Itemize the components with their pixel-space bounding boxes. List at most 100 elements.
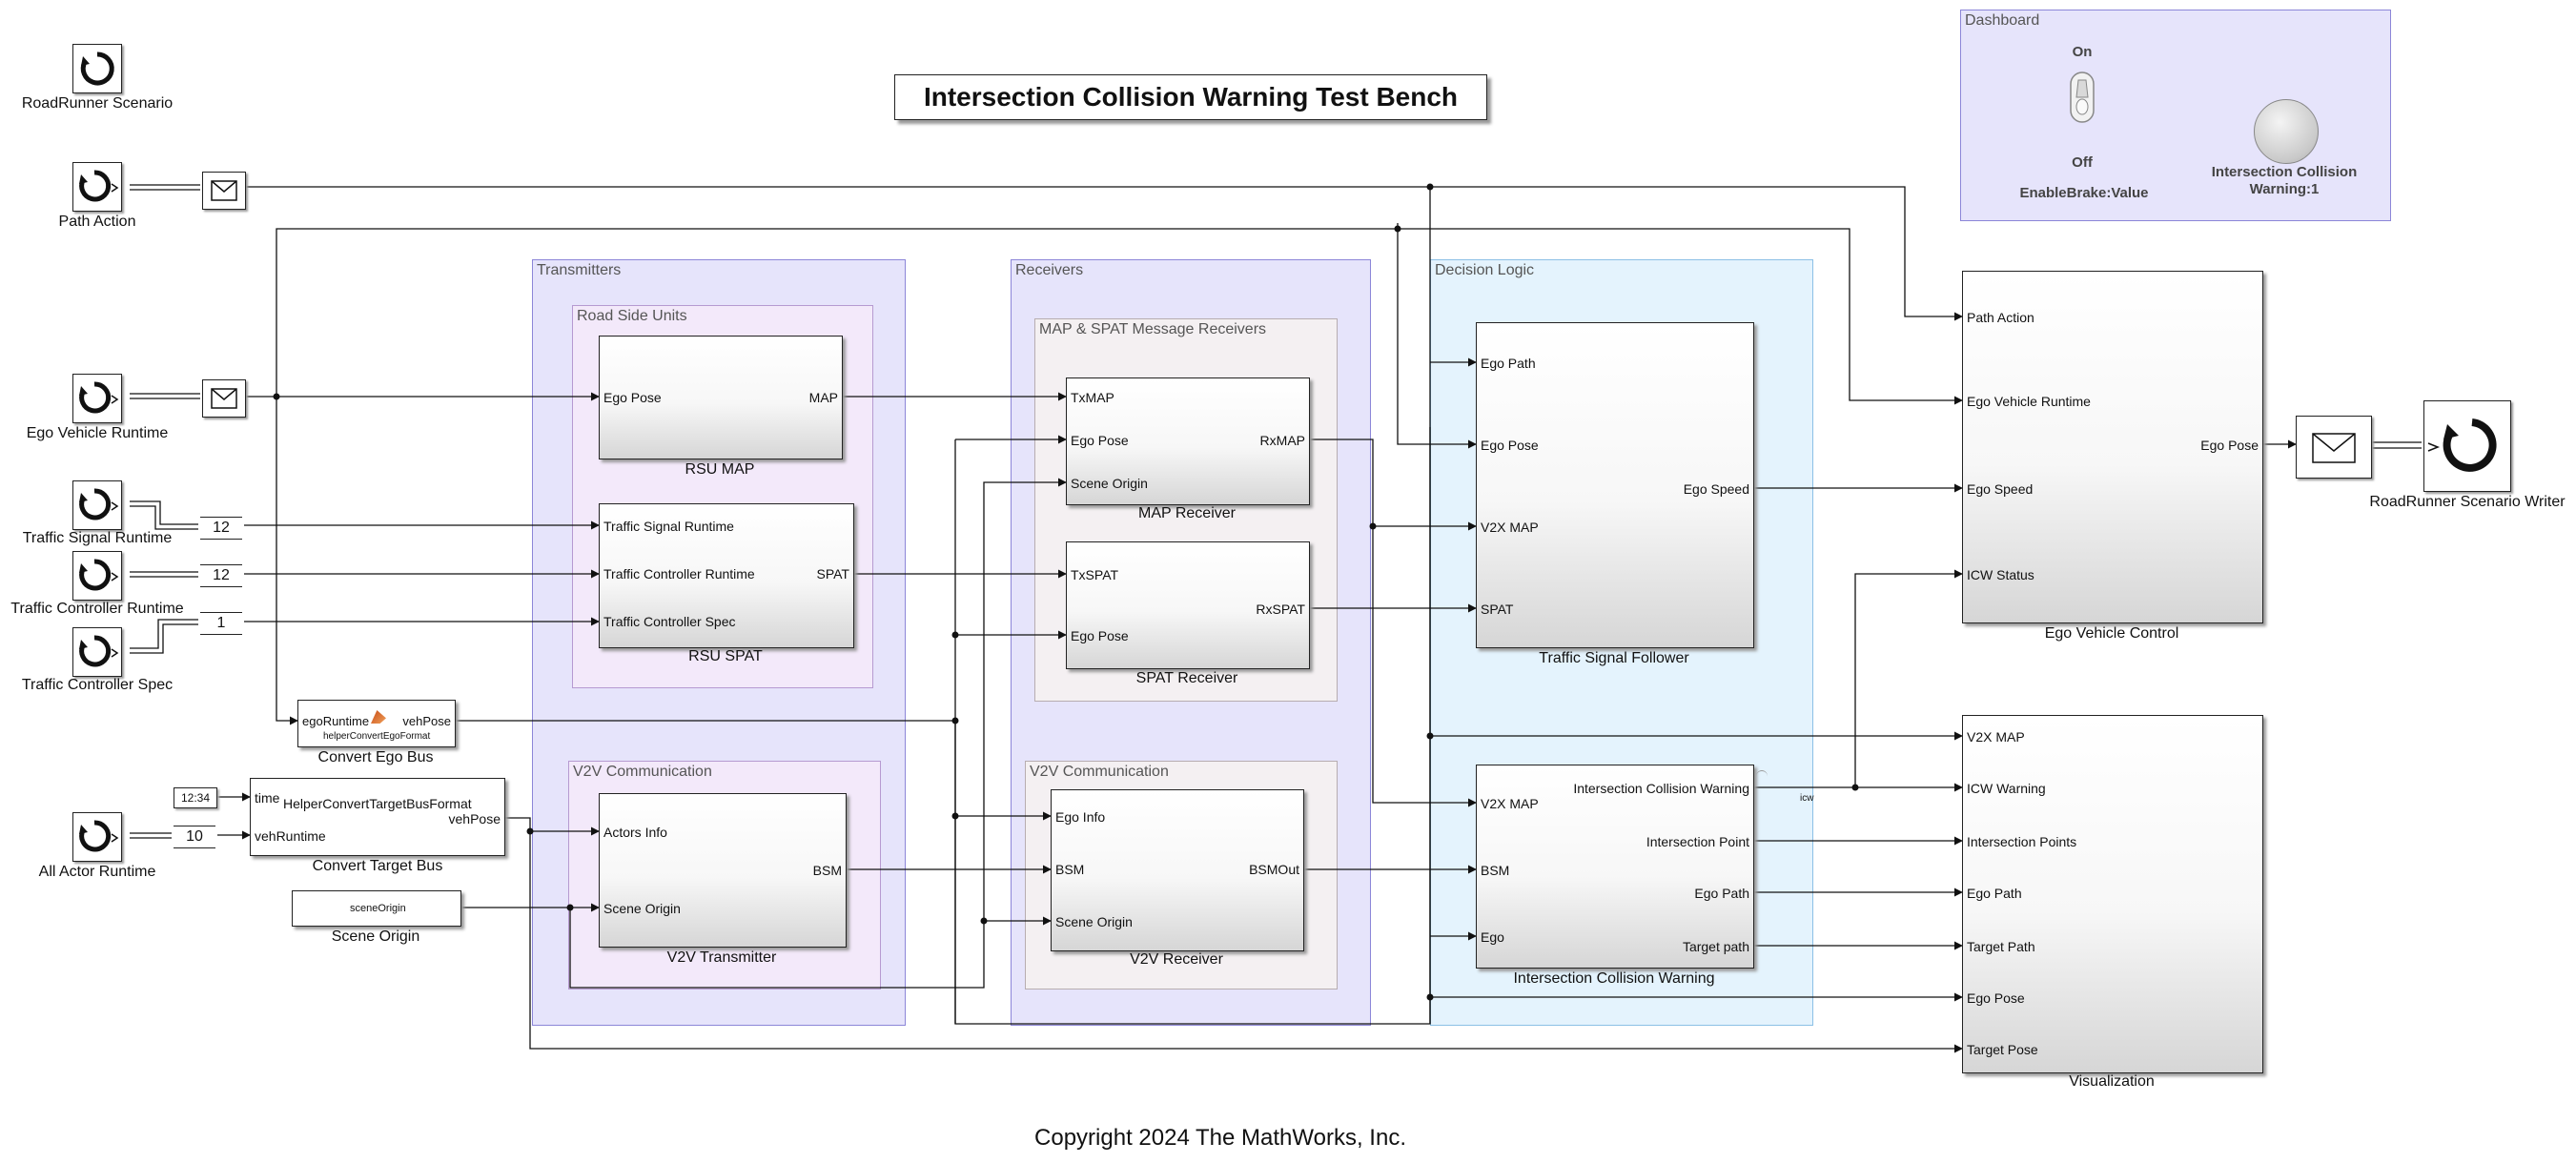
ego-vehicle-runtime-block[interactable] xyxy=(72,374,122,423)
icw-in1: V2X MAP xyxy=(1481,796,1539,811)
ego-vehicle-control-in2: Ego Vehicle Runtime xyxy=(1967,394,2091,409)
map-receiver-out: RxMAP xyxy=(1259,433,1305,448)
width-controller-spec[interactable]: 1 xyxy=(200,612,242,635)
bus-lines xyxy=(130,184,200,839)
convert-target-bus-label: Convert Target Bus xyxy=(312,858,443,874)
roadrunner-scenario-label: RoadRunner Scenario xyxy=(21,95,174,112)
scene-origin-block[interactable]: sceneOrigin xyxy=(292,890,461,927)
traffic-signal-runtime-block[interactable] xyxy=(72,480,122,530)
diagram-title: Intersection Collision Warning Test Benc… xyxy=(894,74,1487,120)
traffic-controller-spec-label: Traffic Controller Spec xyxy=(21,677,174,693)
icw-label: Intersection Collision Warning xyxy=(1513,970,1715,987)
rsu-map-block[interactable]: Ego Pose MAP xyxy=(599,336,843,459)
traffic-signal-follower-block[interactable]: Ego Path Ego Pose V2X MAP SPAT Ego Speed xyxy=(1476,322,1754,648)
traffic-controller-spec-block[interactable] xyxy=(72,627,122,677)
convert-target-bus-out: vehPose xyxy=(448,811,501,826)
roadrunner-icon xyxy=(79,488,119,520)
icw-out3: Ego Path xyxy=(1694,886,1749,901)
enable-brake-switch[interactable] xyxy=(2067,69,2097,126)
copyright-notice: Copyright 2024 The MathWorks, Inc. xyxy=(1034,1125,1406,1151)
map-receiver-in3: Scene Origin xyxy=(1071,476,1148,491)
roadrunner-icon xyxy=(79,170,119,202)
ego-vehicle-control-in3: Ego Speed xyxy=(1967,481,2034,497)
visualization-in3: Intersection Points xyxy=(1967,834,2077,849)
convert-target-bus-in2: vehRuntime xyxy=(255,828,326,844)
v2v-transmitter-block[interactable]: Actors Info Scene Origin BSM xyxy=(599,793,847,948)
visualization-in4: Ego Path xyxy=(1967,886,2022,901)
icw-block[interactable]: V2X MAP BSM Ego Intersection Collision W… xyxy=(1476,765,1754,969)
width-signal-runtime[interactable]: 12 xyxy=(200,517,242,540)
spat-receiver-in2: Ego Pose xyxy=(1071,628,1129,643)
all-actor-runtime-block[interactable] xyxy=(72,812,122,862)
traffic-signal-follower-in4: SPAT xyxy=(1481,602,1514,617)
visualization-in2: ICW Warning xyxy=(1967,781,2046,796)
visualization-in7: Target Pose xyxy=(1967,1042,2038,1057)
traffic-signal-follower-in1: Ego Path xyxy=(1481,356,1536,371)
rsu-spat-out: SPAT xyxy=(816,566,850,582)
roadrunner-icon xyxy=(2427,418,2497,472)
convert-ego-bus-label: Convert Ego Bus xyxy=(317,749,434,765)
ego-vehicle-runtime-label: Ego Vehicle Runtime xyxy=(26,425,169,441)
ego-runtime-message-receive[interactable] xyxy=(202,379,246,418)
spat-receiver-block[interactable]: TxSPAT Ego Pose RxSPAT xyxy=(1066,541,1310,669)
roadrunner-icon xyxy=(79,559,119,591)
v2v-transmitter-in1: Actors Info xyxy=(603,825,667,840)
ego-vehicle-control-block[interactable]: Path Action Ego Vehicle Runtime Ego Spee… xyxy=(1962,271,2263,623)
matlab-icon xyxy=(371,710,386,724)
clock-block[interactable]: 12:34 xyxy=(174,787,217,808)
envelope-icon xyxy=(211,180,237,201)
dashboard-switch-label: EnableBrake:Value xyxy=(2019,185,2149,201)
roadrunner-icon xyxy=(80,51,114,86)
v2v-transmitter-in2: Scene Origin xyxy=(603,901,681,916)
rsu-map-in: Ego Pose xyxy=(603,390,662,405)
map-receiver-in1: TxMAP xyxy=(1071,390,1114,405)
width-actor-runtime[interactable]: 10 xyxy=(174,826,215,848)
ego-vehicle-control-in1: Path Action xyxy=(1967,310,2034,325)
spat-receiver-out: RxSPAT xyxy=(1256,602,1305,617)
convert-target-bus-fn: HelperConvertTargetBusFormat xyxy=(283,796,472,811)
traffic-controller-runtime-block[interactable] xyxy=(72,551,122,601)
convert-target-bus-block[interactable]: HelperConvertTargetBusFormat time vehRun… xyxy=(250,778,505,856)
icw-lamp xyxy=(2254,99,2319,164)
v2v-rx-area-label: V2V Communication xyxy=(1030,764,1169,780)
convert-ego-bus-block[interactable]: egoRuntime vehPose helperConvertEgoForma… xyxy=(297,700,456,747)
map-receiver-block[interactable]: TxMAP Ego Pose Scene Origin RxMAP xyxy=(1066,377,1310,505)
all-actor-runtime-label: All Actor Runtime xyxy=(38,864,156,880)
icw-out1: Intersection Collision Warning xyxy=(1573,781,1749,796)
visualization-in6: Ego Pose xyxy=(1967,990,2025,1006)
roadrunner-scenario-block[interactable] xyxy=(72,44,122,93)
roadrunner-icon xyxy=(79,820,119,852)
path-action-message-receive[interactable] xyxy=(202,172,246,210)
envelope-icon xyxy=(211,388,237,409)
path-action-block[interactable] xyxy=(72,162,122,212)
map-spat-receivers-area-label: MAP & SPAT Message Receivers xyxy=(1039,321,1267,337)
v2v-tx-area-label: V2V Communication xyxy=(573,764,712,780)
dashboard-switch-off: Off xyxy=(2072,154,2093,171)
spat-receiver-label: SPAT Receiver xyxy=(1135,670,1238,686)
rsu-spat-in1: Traffic Signal Runtime xyxy=(603,519,734,534)
rsu-spat-block[interactable]: Traffic Signal Runtime Traffic Controlle… xyxy=(599,503,854,648)
convert-ego-bus-fn: helperConvertEgoFormat xyxy=(323,731,431,742)
toggle-switch-icon xyxy=(2070,71,2095,123)
rsu-map-label: RSU MAP xyxy=(685,461,755,478)
traffic-signal-follower-label: Traffic Signal Follower xyxy=(1539,650,1689,666)
map-receiver-in2: Ego Pose xyxy=(1071,433,1129,448)
icw-out2: Intersection Point xyxy=(1646,834,1749,849)
ego-vehicle-control-out: Ego Pose xyxy=(2200,438,2259,453)
road-side-units-area-label: Road Side Units xyxy=(577,308,687,324)
visualization-block[interactable]: V2X MAP ICW Warning Intersection Points … xyxy=(1962,715,2263,1073)
ego-pose-message-send[interactable] xyxy=(2296,416,2372,479)
rsu-spat-in3: Traffic Controller Spec xyxy=(603,614,736,629)
v2v-receiver-in3: Scene Origin xyxy=(1055,914,1133,929)
v2v-receiver-in1: Ego Info xyxy=(1055,809,1106,825)
traffic-signal-runtime-label: Traffic Signal Runtime xyxy=(22,530,173,546)
ego-vehicle-control-in4: ICW Status xyxy=(1967,567,2034,582)
v2v-receiver-block[interactable]: Ego Info BSM Scene Origin BSMOut xyxy=(1051,789,1304,951)
visualization-in5: Target Path xyxy=(1967,939,2035,954)
width-controller-runtime[interactable]: 12 xyxy=(200,564,242,587)
roadrunner-icon xyxy=(79,635,119,667)
roadrunner-scenario-writer-block[interactable] xyxy=(2423,400,2511,492)
visualization-in1: V2X MAP xyxy=(1967,729,2025,745)
ego-vehicle-control-label: Ego Vehicle Control xyxy=(2044,625,2179,642)
